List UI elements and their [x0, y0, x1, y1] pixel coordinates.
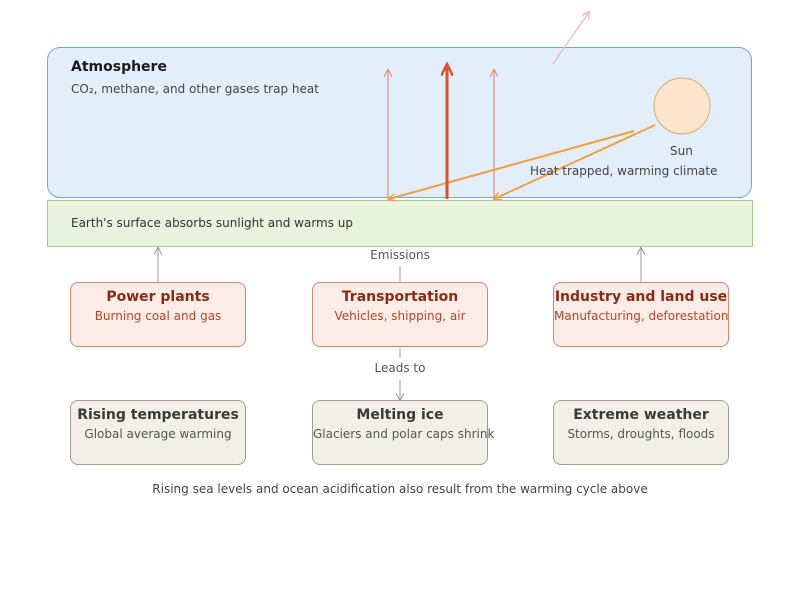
escaping-heat-arrow [552, 12, 589, 65]
impact-desc: Glaciers and polar caps shrink [313, 427, 495, 441]
impact-title: Melting ice [356, 407, 444, 423]
sun-label: Sun [670, 144, 693, 158]
source-power-plants: Power plants Burning coal and gas [70, 282, 246, 347]
sunlight-ray-1 [389, 130, 635, 199]
atmosphere-subtitle: CO₂, methane, and other gases trap heat [71, 82, 319, 96]
source-desc: Vehicles, shipping, air [334, 309, 466, 323]
emissions-label: Emissions [370, 248, 430, 262]
source-transportation: Transportation Vehicles, shipping, air [312, 282, 488, 347]
atmosphere-panel [47, 47, 752, 198]
source-desc: Manufacturing, deforestation [554, 309, 729, 323]
impact-extreme-weather: Extreme weather Storms, droughts, floods [553, 400, 729, 465]
source-desc: Burning coal and gas [94, 309, 222, 323]
source-industry-land-use: Industry and land use Manufacturing, def… [553, 282, 729, 347]
atmosphere-title: Atmosphere [71, 59, 167, 75]
impact-rising-temperatures: Rising temperatures Global average warmi… [70, 400, 246, 465]
leads-to-label: Leads to [374, 361, 426, 375]
sunlight-ray-2 [494, 124, 656, 199]
source-title: Transportation [341, 289, 459, 305]
earth-surface-band [47, 200, 753, 247]
footnote: Rising sea levels and ocean acidificatio… [152, 482, 648, 496]
surface-label: Earth's surface absorbs sunlight and war… [71, 216, 354, 230]
heat-trapped-label: Heat trapped, warming climate [530, 164, 718, 178]
impact-title: Rising temperatures [77, 407, 239, 423]
source-title: Industry and land use [554, 289, 728, 305]
impact-melting-ice: Melting ice Glaciers and polar caps shri… [312, 400, 495, 465]
impact-title: Extreme weather [573, 407, 709, 423]
source-title: Power plants [106, 289, 210, 305]
impact-desc: Global average warming [84, 427, 232, 441]
sun-icon [653, 77, 711, 135]
impact-desc: Storms, droughts, floods [567, 427, 715, 441]
